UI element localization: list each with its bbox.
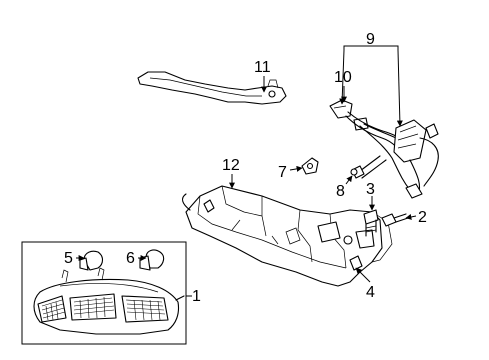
small-clip-part — [350, 168, 358, 176]
bulb-6-part — [139, 249, 165, 271]
callout-1: 1 — [192, 288, 201, 305]
lens-hatching — [41, 296, 166, 321]
stud-part — [363, 209, 379, 237]
callout-11: 11 — [254, 59, 271, 76]
bulb-5-part — [79, 250, 104, 271]
callout-9: 9 — [366, 31, 375, 48]
callout-3: 3 — [366, 181, 375, 198]
callout-5: 5 — [64, 250, 73, 267]
callout-8: 8 — [336, 183, 345, 200]
callout-10: 10 — [334, 69, 352, 86]
wiring-harness-part — [329, 99, 439, 199]
mounting-panel-part — [181, 185, 393, 287]
bolt-part — [381, 213, 409, 227]
callout-6: 6 — [126, 250, 135, 267]
callout-4: 4 — [366, 284, 375, 301]
callout-2: 2 — [418, 209, 427, 226]
callout-12: 12 — [222, 157, 240, 174]
leader-lines — [76, 45, 417, 297]
clip-part — [301, 157, 319, 175]
callout-7: 7 — [278, 164, 287, 181]
upper-bracket-part — [137, 71, 287, 105]
